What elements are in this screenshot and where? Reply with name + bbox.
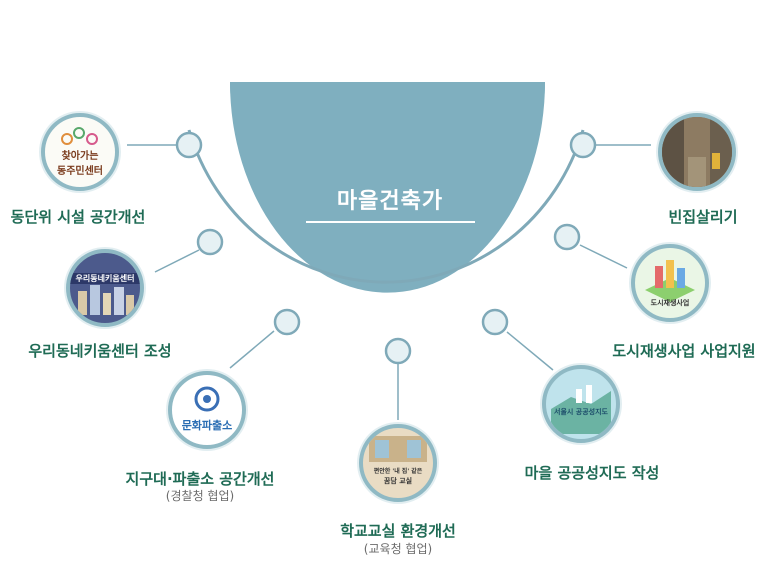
center-hub-cap [230,82,545,293]
city-skyline [78,285,134,315]
sublabel-police-box: (경찰청 협업) [165,489,235,503]
arc-nodes [175,131,597,365]
map-art [551,385,611,434]
center-title: 마을건축가 [336,189,444,214]
classroom-art [369,436,427,462]
icon-text-classroom-2: 꿈담 교실 [383,477,413,485]
icon-text-urban: 도시재생사업 [650,299,690,307]
icon-text-map: 서울시 공공성지도 [554,408,608,416]
node-neighborhood-center [196,228,224,256]
alley-photo [662,117,732,187]
kium-center-icon: 우리동네키움센터 [66,249,144,327]
icon-text-1: 찾아가는 [61,151,99,162]
classroom-icon: 편안한 '내 집' 같은 꿈담 교실 [359,424,437,502]
node-public-map [481,308,509,336]
connector-police-box [229,330,275,369]
label-vacant-house: 빈집살리기 [668,208,738,226]
police-emblem [194,386,220,412]
label-neighborhood-center: 우리동네키움센터 조성 [28,342,172,360]
iso-city [645,260,695,302]
connectors [127,144,651,420]
sublabel-school-classroom: (교육청 협업) [363,542,433,556]
connector-neighborhood-center [154,249,200,273]
node-police-box [273,308,301,336]
node-school-classroom [384,337,412,365]
urban-regeneration-icon: 도시재생사업 [631,244,709,322]
label-school-classroom: 학교교실 환경개선 [340,522,456,540]
connector-urban-regen [579,244,628,269]
police-box-icon: 문화파출소 [168,371,246,449]
node-community-center [175,131,203,159]
balloon-art [61,127,98,145]
label-public-map: 마을 공공성지도 작성 [524,464,660,482]
node-vacant-house [569,131,597,159]
icon-text-2: 동주민센터 [57,166,103,177]
label-community-center: 동단위 시설 공간개선 [10,208,146,226]
public-map-icon: 서울시 공공성지도 [542,365,620,443]
community-center-icon: 찾아가는 동주민센터 [41,113,119,191]
icon-text-police: 문화파출소 [181,419,233,432]
icon-text-kium: 우리동네키움센터 [70,273,140,284]
outer-arc [187,129,585,284]
vacant-house-icon [658,113,736,191]
label-urban-regen: 도시재생사업 사업지원 [612,342,756,360]
connector-public-map [506,331,554,371]
node-urban-regen [553,223,581,251]
icon-text-classroom-1: 편안한 '내 집' 같은 [373,468,423,475]
label-police-box: 지구대·파출소 공간개선 [125,470,275,488]
